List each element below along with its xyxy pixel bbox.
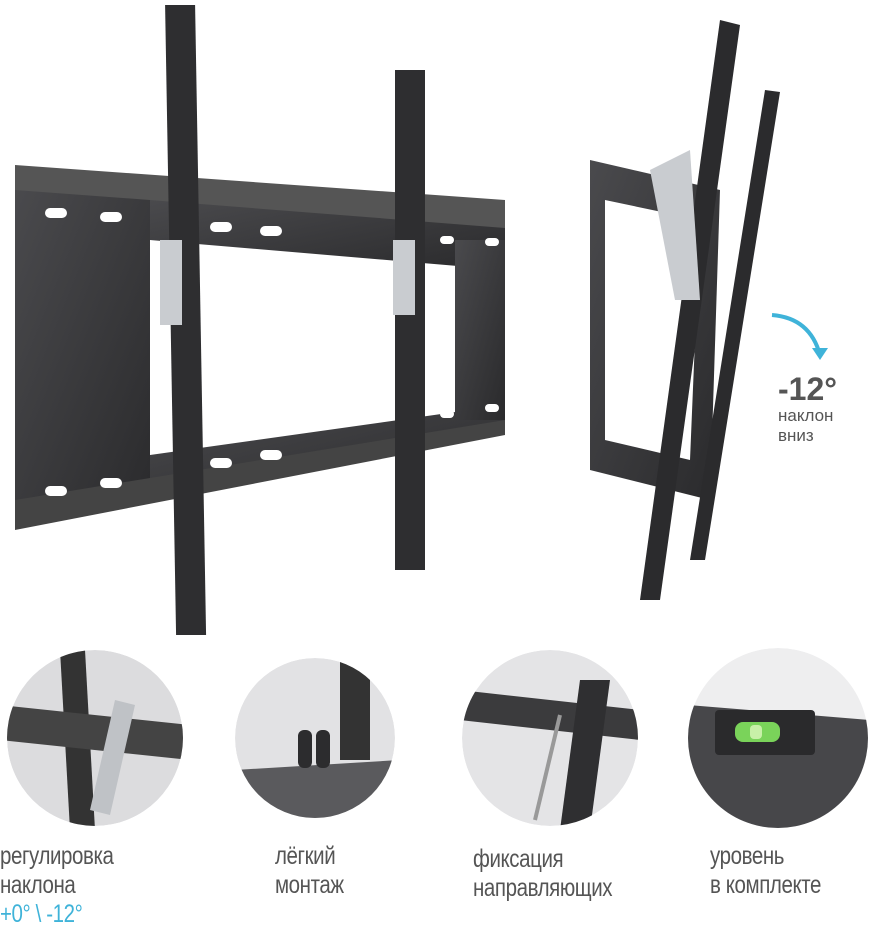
caption-line: уровень: [710, 842, 785, 870]
caption-line: лёгкий: [275, 842, 336, 870]
tilt-callout: -12° наклон вниз: [778, 372, 837, 446]
caption-line: направляющих: [473, 874, 613, 902]
feature-caption-tilt: регулировка наклона +0° \ -12°: [0, 842, 114, 929]
mount-side-view: [590, 20, 828, 600]
feature-caption-guide-lock: фиксация направляющих: [473, 845, 613, 903]
caption-tilt-range: +0° \ -12°: [0, 900, 83, 928]
feature-caption-mounting: лёгкий монтаж: [275, 842, 344, 900]
caption-line: монтаж: [275, 871, 344, 899]
caption-line: фиксация: [473, 845, 564, 873]
caption-line: в комплекте: [710, 871, 821, 899]
feature-image-tilt: [7, 650, 183, 826]
mount-front-view: [15, 5, 505, 635]
feature-image-mounting: [235, 658, 395, 818]
caption-line: регулировка: [0, 842, 114, 870]
feature-image-guide-lock: [462, 650, 638, 826]
caption-line: наклона: [0, 871, 76, 899]
feature-caption-level: уровень в комплекте: [710, 842, 821, 900]
tilt-value: -12°: [778, 371, 838, 407]
tilt-label-line2: вниз: [778, 426, 814, 445]
tilt-label-line1: наклон: [778, 406, 834, 425]
feature-image-level: [688, 648, 868, 828]
